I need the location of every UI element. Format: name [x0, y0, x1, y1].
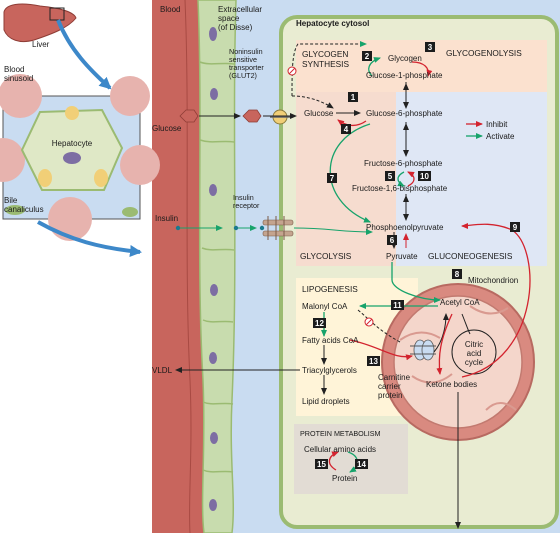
- step-9-number: 9: [513, 223, 518, 232]
- step-11-number: 11: [393, 301, 402, 310]
- bile-label-2: canaliculus: [4, 205, 44, 214]
- bile-label: Bile: [4, 196, 18, 205]
- glut2-label-2: sensitive: [229, 55, 257, 64]
- liver-zoom-box: [49, 7, 65, 21]
- step-10-marker: 10: [418, 171, 431, 181]
- carnitine-label-1: Carnitine: [378, 373, 411, 382]
- mitochondrion-label: Mitochondrion: [468, 276, 518, 285]
- extracellular-label-3: (of Disse): [218, 23, 253, 32]
- step-3-marker: 3: [425, 42, 435, 52]
- liver-icon: [3, 3, 77, 43]
- glycogen-synthesis-label-2: SYNTHESIS: [302, 59, 349, 69]
- carnitine-carrier: [410, 339, 436, 361]
- glut2-label-4: (GLUT2): [229, 71, 257, 80]
- liver-label: Liver: [32, 40, 50, 49]
- glycogen-box: [296, 40, 547, 92]
- glucose-molecule-space: [242, 109, 262, 123]
- sinusoid-label: Blood: [4, 65, 24, 74]
- blood-column-label: Blood: [160, 5, 180, 14]
- step-7-number: 7: [330, 174, 335, 183]
- cytosol-label: Hepatocyte cytosol: [296, 19, 369, 28]
- glut2-label-1: Noninsulin: [229, 47, 263, 56]
- glycogen-synthesis-label: GLYCOGEN: [302, 49, 348, 59]
- glucose-1-phosphate-label: Glucose-1-phosphate: [366, 71, 443, 80]
- legend-inhibit-label: Inhibit: [486, 120, 508, 129]
- sinusoid-label-2: sinusoid: [4, 74, 33, 83]
- pyruvate-label: Pyruvate: [386, 252, 418, 261]
- step-4-marker: 4: [341, 124, 351, 134]
- ketone-bodies-label: Ketone bodies: [426, 380, 477, 389]
- endothelial-lining: [197, 0, 237, 533]
- step-2-marker: 2: [362, 51, 372, 61]
- protein-metabolism-box: [294, 424, 408, 494]
- liver-inset: [0, 3, 160, 257]
- fructose-6-phosphate-label: Fructose-6-phosphate: [364, 159, 443, 168]
- protein-metabolism-label: PROTEIN METABOLISM: [300, 429, 381, 438]
- glucose-label: Glucose: [304, 109, 334, 118]
- step-5-number: 5: [388, 172, 393, 181]
- glycolysis-box: [296, 92, 396, 266]
- legend-activate-label: Activate: [486, 132, 515, 141]
- step-12-number: 12: [315, 319, 324, 328]
- acetyl-coa-label: Acetyl CoA: [440, 298, 480, 307]
- carnitine-label-3: protein: [378, 391, 402, 400]
- insulin-receptor-label-1: Insulin: [233, 193, 254, 202]
- step-4-number: 4: [344, 125, 349, 134]
- glycolysis-label: GLYCOLYSIS: [300, 251, 352, 261]
- pep-label: Phosphoenolpyruvate: [366, 223, 444, 232]
- step-11-marker: 11: [391, 300, 404, 310]
- gluconeogenesis-label: GLUCONEOGENESIS: [428, 251, 513, 261]
- malonyl-coa-label: Malonyl CoA: [302, 302, 348, 311]
- step-1-number: 1: [351, 93, 356, 102]
- protein-label: Protein: [332, 474, 357, 483]
- step-6-marker: 6: [387, 235, 397, 245]
- step-1-marker: 1: [348, 92, 358, 102]
- fructose-16-bisphosphate-label: Fructose-1,6-bisphosphate: [352, 184, 448, 193]
- step-12-marker: 12: [313, 318, 326, 328]
- step-8-number: 8: [455, 270, 460, 279]
- lipogenesis-label: LIPOGENESIS: [302, 284, 358, 294]
- citric-label-2: acid: [467, 349, 482, 358]
- step-2-number: 2: [365, 52, 370, 61]
- glycogenolysis-label: GLYCOGENOLYSIS: [446, 48, 522, 58]
- step-8-marker: 8: [452, 269, 462, 279]
- glut2-label-3: transporter: [229, 63, 264, 72]
- insulin-molecule: [175, 225, 181, 231]
- lipid-droplets-label: Lipid droplets: [302, 397, 350, 406]
- step-14-number: 14: [357, 460, 366, 469]
- step-9-marker: 9: [510, 222, 520, 232]
- hepatocyte-inset-label: Hepatocyte: [52, 139, 93, 148]
- endothelial-nuclei: [209, 27, 218, 511]
- step-14-marker: 14: [355, 459, 368, 469]
- step-5-marker: 5: [385, 171, 395, 181]
- legend: [466, 121, 483, 139]
- glucose-molecule-blood: [179, 109, 199, 123]
- blood-vessel: [152, 0, 204, 533]
- fatty-acids-coa-label: Fatty acids CoA: [302, 336, 359, 345]
- vldl-label: VLDL: [152, 366, 173, 375]
- glucose-6-phosphate-label: Glucose-6-phosphate: [366, 109, 443, 118]
- insulin-label: Insulin: [155, 214, 178, 223]
- step-10-number: 10: [420, 172, 429, 181]
- step-15-number: 15: [317, 460, 326, 469]
- insulin-receptor: [262, 216, 294, 240]
- extracellular-label-1: Extracellular: [218, 5, 262, 14]
- extracellular-label-2: space: [218, 14, 240, 23]
- step-13-marker: 13: [367, 356, 380, 366]
- step-3-number: 3: [428, 43, 433, 52]
- glucose-outside-label: Glucose: [152, 124, 182, 133]
- glycogen-label: Glycogen: [388, 54, 422, 63]
- carnitine-label-2: carrier: [378, 382, 401, 391]
- citric-label-3: cycle: [465, 358, 484, 367]
- step-6-number: 6: [390, 236, 395, 245]
- step-15-marker: 15: [315, 459, 328, 469]
- triacylglycerols-label: Triacylglycerols: [302, 366, 357, 375]
- step-13-number: 13: [369, 357, 378, 366]
- insulin-receptor-label-2: receptor: [233, 201, 260, 210]
- step-7-marker: 7: [327, 173, 337, 183]
- amino-acids-label: Cellular amino acids: [304, 445, 376, 454]
- citric-label-1: Citric: [465, 340, 483, 349]
